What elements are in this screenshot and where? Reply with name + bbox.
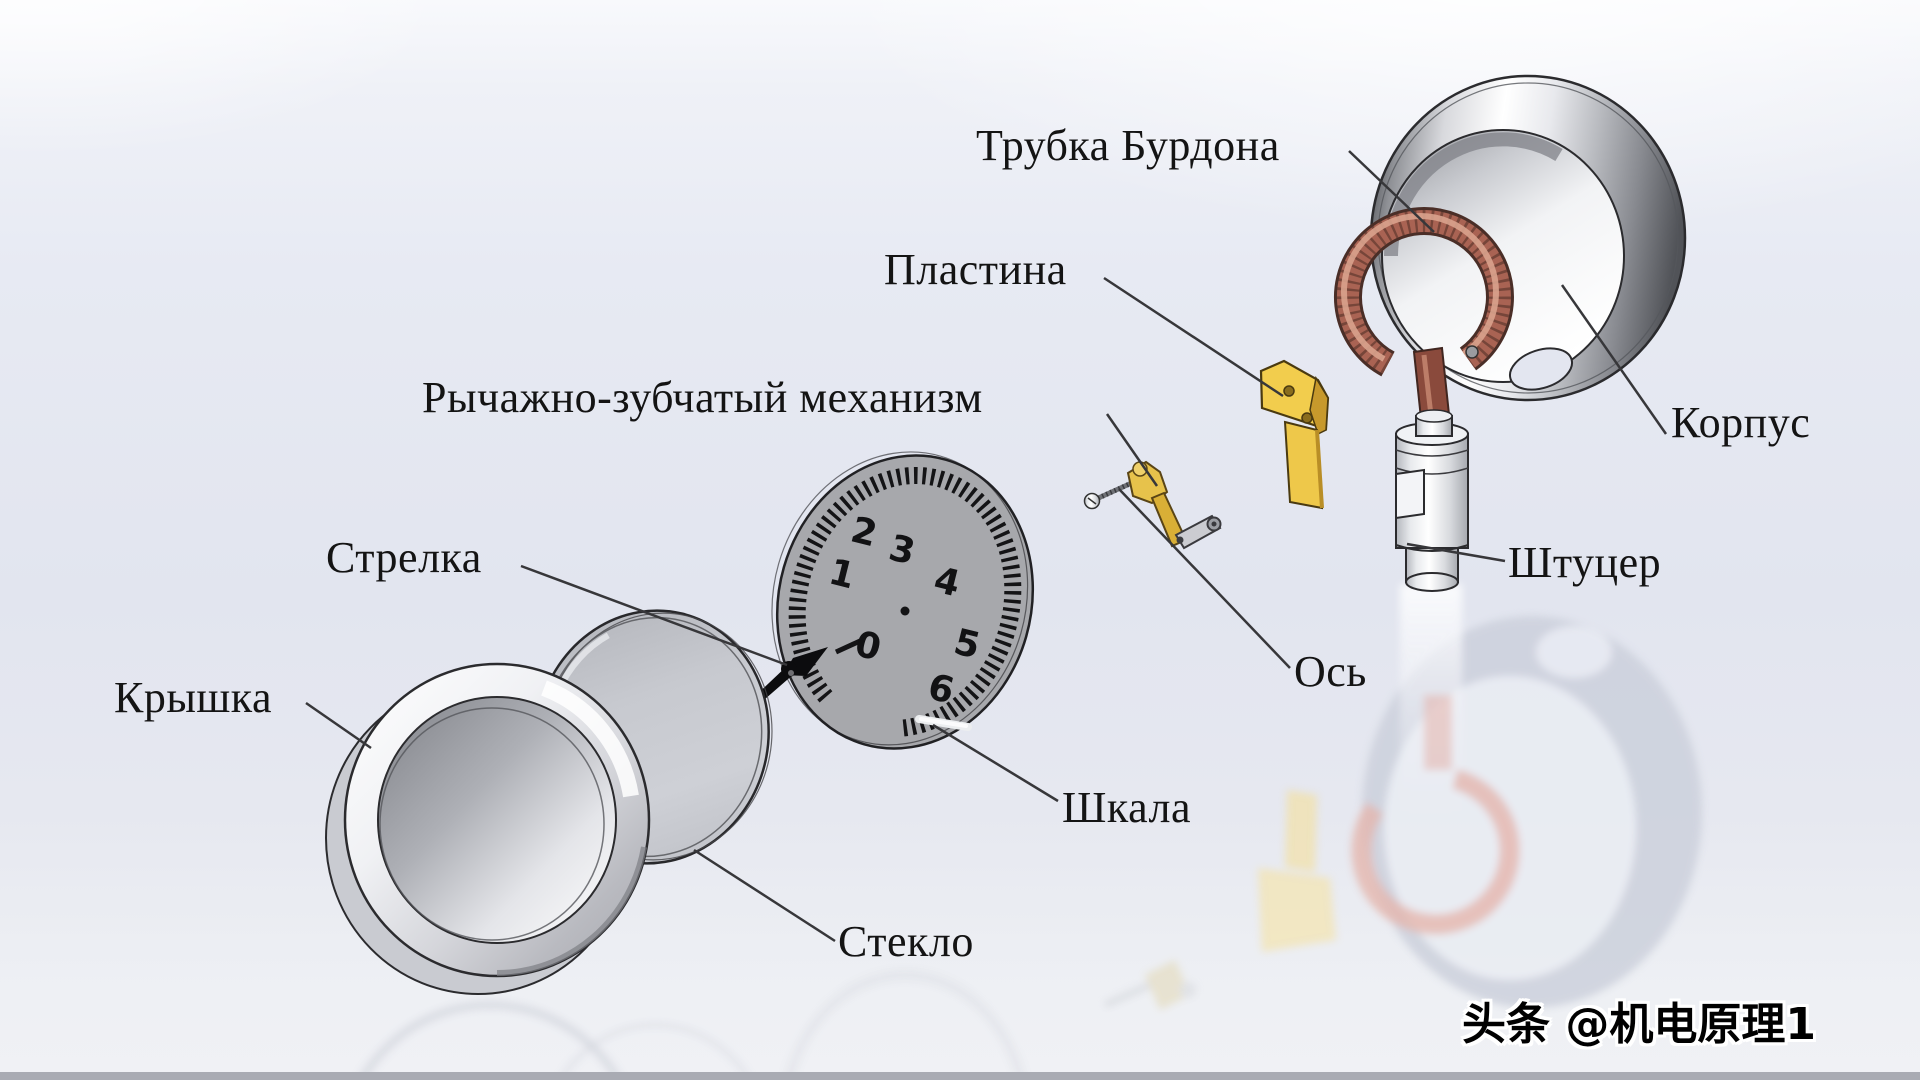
dial-reflection: [783, 970, 1027, 1080]
part-bourdon-tube: [1334, 207, 1514, 377]
fitting-notch: [1395, 468, 1425, 520]
cover-reflection: [356, 1001, 624, 1080]
body-reflection-hole: [1536, 626, 1612, 678]
label-fitting: Штуцер: [1508, 538, 1662, 587]
label-body-case: Корпус: [1671, 398, 1811, 447]
leader-plate: [1103, 276, 1284, 398]
bottom-edge-bar: [0, 1072, 1920, 1080]
case-hole: [1509, 347, 1573, 391]
plate-reflection-stem: [1285, 790, 1317, 872]
bourdon-tube-reflection: [1351, 769, 1520, 935]
glass-reflection: [558, 1023, 752, 1080]
leader-body: [1560, 284, 1668, 435]
label-glass: Стекло: [838, 917, 974, 966]
leader-glass: [693, 848, 836, 943]
watermark-text: 头条 @机电原理1: [1462, 999, 1816, 1050]
plate-reflection-head: [1258, 868, 1336, 952]
tube-stem-reflection: [1424, 695, 1452, 770]
label-scale: Шкала: [1062, 783, 1191, 832]
dial-center-dot: [900, 606, 910, 616]
tick-ring: [788, 467, 1022, 737]
leader-cover: [305, 701, 372, 750]
leader-axis: [1118, 488, 1291, 669]
leader-mechanism: [1105, 413, 1159, 487]
leader-bourdon-tube: [1348, 150, 1435, 233]
reflections: [356, 584, 1702, 1080]
part-cover-ring: [325, 662, 651, 995]
leader-lines: [305, 150, 1668, 943]
leader-scale: [932, 723, 1059, 803]
label-axis: Ось: [1294, 647, 1367, 696]
label-cover: Крышка: [114, 673, 273, 722]
label-pointer: Стрелка: [326, 533, 482, 582]
label-plate: Пластина: [884, 245, 1067, 294]
tube-end-pin: [1465, 345, 1479, 359]
part-lever-gear-mechanism: [1083, 460, 1222, 550]
plate-hole: [1301, 412, 1313, 424]
part-fitting: [1395, 346, 1469, 592]
label-lever-gear-mechanism: Рычажно-зубчатый механизм: [422, 373, 983, 422]
dial-numbers: 0 1 2 3 4 5 6: [825, 510, 984, 713]
label-bourdon-tube: Трубка Бурдона: [976, 121, 1280, 170]
part-dial-scale: 0 1 2 3 4 5 6: [771, 451, 1035, 750]
plate-hole: [1283, 385, 1295, 397]
mechanism-reflection: [1103, 960, 1196, 1010]
zero-mark: [834, 638, 862, 655]
leader-pointer: [520, 564, 788, 667]
part-plate: [1259, 359, 1330, 510]
leader-fitting: [1406, 542, 1506, 563]
